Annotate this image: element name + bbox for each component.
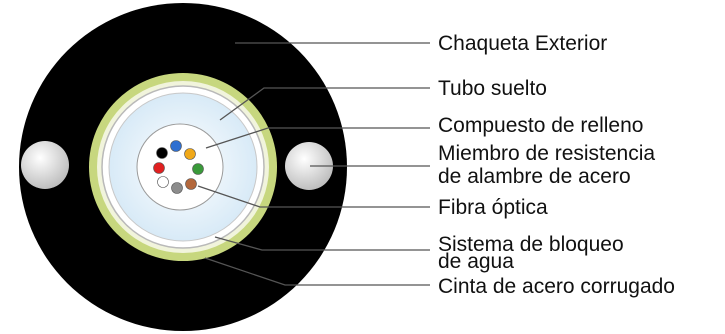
fiber-gray xyxy=(171,182,183,194)
label-fibra-optica: Fibra óptica xyxy=(438,196,548,219)
label-cinta-de-acero-corrugado: Cinta de acero corrugado xyxy=(438,275,675,298)
leader-steel-tape xyxy=(204,257,430,286)
leader-fiber xyxy=(197,185,430,208)
fiber-black xyxy=(156,147,168,159)
fiber-green xyxy=(192,163,204,175)
fiber-red xyxy=(153,162,165,174)
steel-wire-left xyxy=(21,141,69,189)
steel-wire-right xyxy=(285,142,333,190)
label-sistema-de-bloqueo: Sistema de bloqueo xyxy=(438,233,624,256)
fiber-white xyxy=(157,176,169,188)
fiber-bundle-boundary xyxy=(136,123,224,211)
leader-filling xyxy=(205,127,430,149)
label-chaqueta-exterior: Chaqueta Exterior xyxy=(438,32,608,55)
label-compuesto-de-relleno: Compuesto de relleno xyxy=(438,114,644,137)
leader-loose-tube xyxy=(219,87,430,121)
leader-water xyxy=(214,236,430,251)
label-de-agua: de agua xyxy=(438,250,514,273)
leader-lines xyxy=(197,42,430,286)
fiber-brown xyxy=(185,178,197,190)
fiber-blue xyxy=(170,140,182,152)
optical-fibers xyxy=(153,140,204,194)
label-tubo-suelto: Tubo suelto xyxy=(438,77,547,100)
label-alambre-de-acero: de alambre de acero xyxy=(438,165,631,188)
fiber-orange xyxy=(184,148,196,160)
label-miembro-de-resistencia: Miembro de resistencia xyxy=(438,142,656,165)
